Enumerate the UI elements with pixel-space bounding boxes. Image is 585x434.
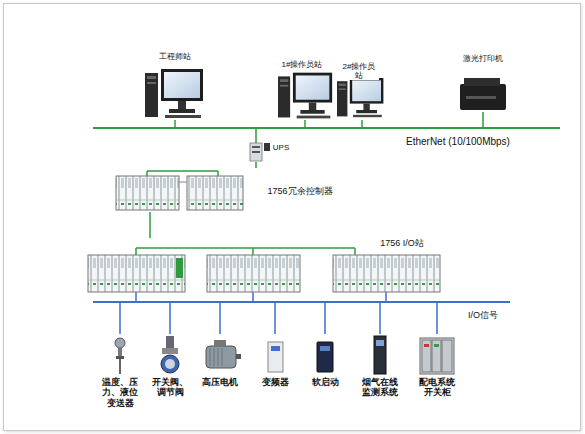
network-link (149, 212, 151, 238)
equipment-node: 1756 I/O站 (85, 238, 445, 294)
equipment-label: 工程师站 (140, 52, 210, 61)
equipment-label: 激光打印机 (445, 54, 521, 63)
equipment-label: 2#操作员站 (339, 62, 379, 80)
equipment-node: 高压电机 (194, 333, 246, 423)
equipment-node: 配电系统开关柜 (411, 333, 463, 423)
equipment-node: 软启动 (299, 333, 351, 423)
equipment-label: 开关阀、调节阀 (149, 377, 191, 398)
equipment-node: 1#操作员站 (270, 58, 334, 122)
equipment-label: 配电系统开关柜 (416, 377, 458, 398)
equipment-label: UPS (270, 143, 292, 152)
equipment-node: 温度、压力、液位变送器 (94, 333, 146, 423)
equipment-label: 1#操作员站 (270, 60, 334, 69)
equipment-label: 高压电机 (199, 377, 241, 387)
equipment-label: 1756冗余控制器 (248, 186, 352, 196)
equipment-node: 1756冗余控制器 (112, 168, 352, 212)
equipment-node: 激光打印机 (445, 52, 521, 116)
equipment-label: 温度、压力、液位变送器 (99, 377, 141, 408)
equipment-label: 变频器 (254, 377, 296, 387)
equipment-node: 烟气在线监测系统 (354, 333, 406, 423)
equipment-label: 1756 I/O站 (362, 238, 442, 248)
network-link (255, 162, 257, 168)
network-label: EtherNet (10/100Mbps) (405, 136, 511, 147)
network-label: I/O信号 (467, 309, 499, 322)
equipment-node: UPS (248, 138, 292, 162)
equipment-label: 烟气在线监测系统 (359, 377, 401, 398)
equipment-node: 2#操作员站 (334, 60, 384, 122)
equipment-node: 开关阀、调节阀 (144, 333, 196, 423)
equipment-label: 软启动 (304, 377, 346, 387)
equipment-node: 工程师站 (140, 50, 210, 122)
equipment-node: 变频器 (249, 333, 301, 423)
